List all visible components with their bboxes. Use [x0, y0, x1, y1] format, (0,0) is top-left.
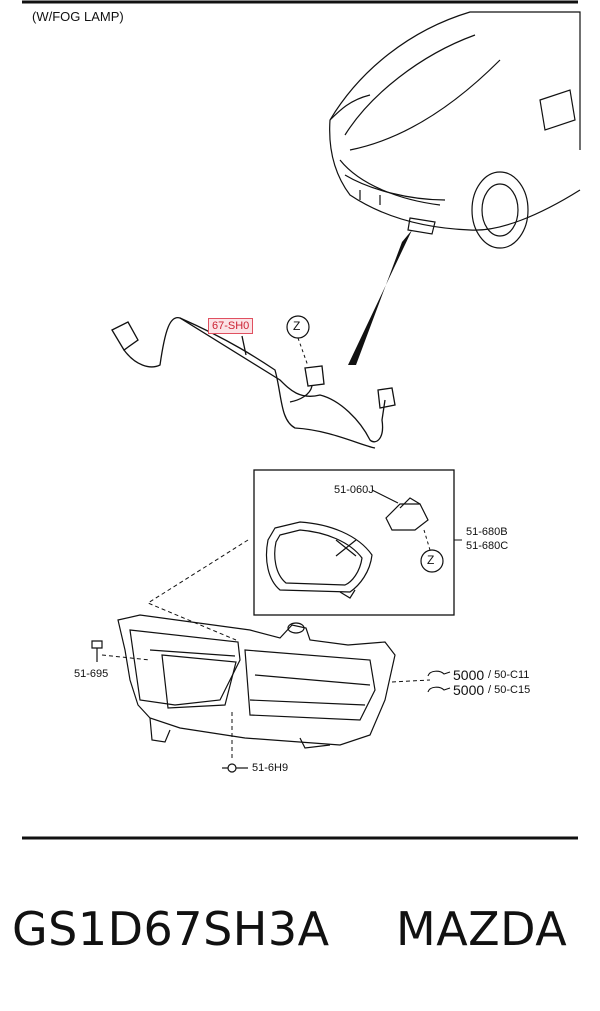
label-screw-left[interactable]: 51-695 — [74, 668, 109, 680]
part-number: GS1D67SH3A — [12, 902, 330, 956]
fog-lamp-unit — [265, 521, 373, 599]
wiring-harness — [111, 317, 396, 449]
clip-2-number[interactable]: 5000 — [453, 682, 485, 698]
clip-2-ref[interactable]: / 50-C15 — [488, 684, 531, 696]
section-label: (W/FOG LAMP) — [32, 9, 124, 24]
callout-circle-lower — [420, 549, 444, 573]
label-harness[interactable]: 67-SH0 — [208, 318, 254, 334]
callout-z-lower: Z — [427, 553, 435, 567]
clip-icon-2 — [427, 686, 451, 693]
clip-1-ref[interactable]: / 50-C11 — [488, 669, 530, 681]
lamp-assembly-box — [253, 469, 455, 616]
clip-1-number[interactable]: 5000 — [453, 667, 485, 683]
callout-z-top: Z — [293, 319, 301, 333]
label-bulb[interactable]: 51-060J — [334, 484, 374, 496]
fog-lamp-bezel — [117, 614, 396, 749]
bulb — [371, 489, 429, 531]
parts-diagram — [22, 0, 581, 840]
label-lamp-r[interactable]: 51-680C — [466, 540, 509, 552]
label-lamp-l[interactable]: 51-680B — [466, 526, 508, 538]
pointer-wedge — [348, 230, 412, 365]
car-outline — [329, 11, 581, 249]
label-screw-bottom[interactable]: 51-6H9 — [252, 762, 289, 774]
screw-bottom — [222, 763, 248, 773]
clip-icon-1 — [427, 670, 451, 677]
brand-name: MAZDA — [396, 902, 568, 956]
leader-box-to-grille — [146, 539, 249, 641]
screw-left — [91, 640, 103, 662]
